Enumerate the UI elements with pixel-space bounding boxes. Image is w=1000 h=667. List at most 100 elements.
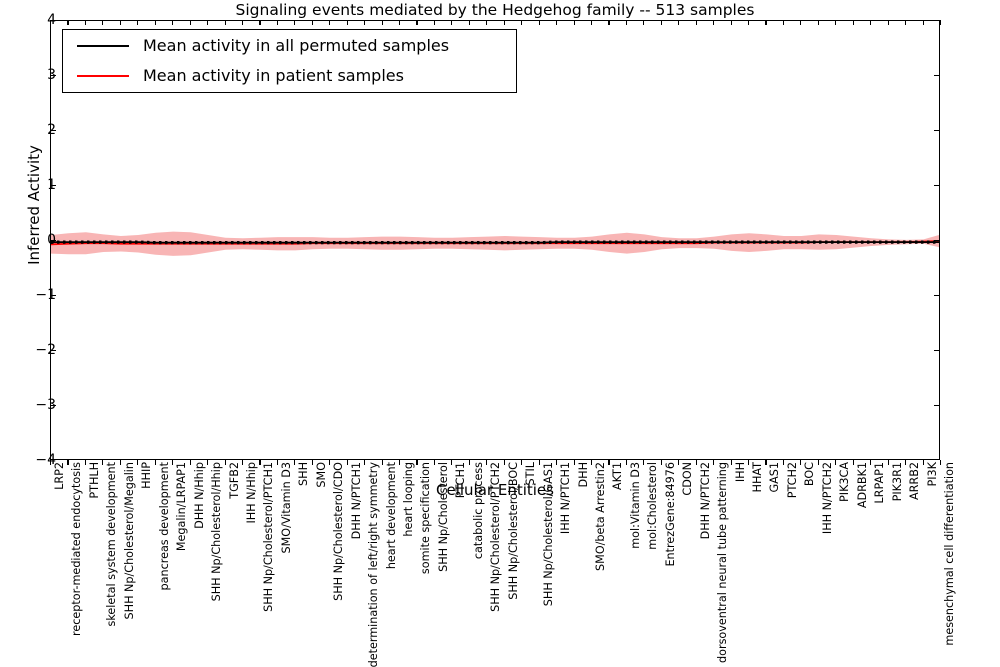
x-tick-mark [521, 20, 523, 25]
x-tick-mark [84, 20, 86, 25]
x-tick-label: somite specification [419, 462, 433, 575]
x-tick-mark [119, 20, 121, 25]
x-tick-label: IHH N/Hhip [244, 462, 258, 524]
x-tick-mark [294, 20, 296, 25]
x-tick-mark [800, 460, 802, 465]
x-tick-mark [870, 460, 872, 465]
legend-label-patient: Mean activity in patient samples [143, 66, 404, 85]
x-tick-mark [538, 460, 540, 465]
x-tick-mark [451, 460, 453, 465]
x-tick-mark [154, 20, 156, 25]
x-tick-label: heart development [384, 462, 398, 570]
x-tick-mark [782, 20, 785, 25]
y-tick-mark [50, 75, 56, 77]
x-tick-mark [695, 20, 697, 25]
x-tick-mark [905, 460, 907, 465]
x-tick-mark [172, 460, 174, 465]
x-tick-label: mesenchymal cell differentiation [943, 462, 956, 646]
permuted-marker-dots [51, 240, 939, 245]
x-tick-mark [154, 460, 156, 465]
x-tick-mark [364, 460, 366, 465]
x-tick-mark [887, 460, 889, 465]
x-tick-mark [590, 20, 593, 25]
x-tick-mark [852, 460, 854, 465]
x-tick-mark [433, 20, 435, 25]
x-tick-mark [695, 460, 697, 465]
x-tick-label: HHIP [140, 462, 154, 489]
x-tick-label: determination of left/right symmetry [367, 462, 381, 667]
y-tick-mark [50, 185, 56, 187]
x-tick-mark [224, 460, 226, 465]
y-tick-mark [50, 350, 56, 352]
x-tick-mark [782, 460, 785, 465]
x-tick-mark [137, 460, 139, 465]
x-tick-label: catabolic process [471, 462, 485, 560]
x-tick-mark [241, 460, 244, 465]
x-tick-mark [189, 460, 191, 465]
x-tick-mark [503, 460, 505, 465]
x-tick-mark [940, 460, 942, 465]
x-tick-mark [870, 20, 872, 25]
legend-swatch-permuted [77, 45, 129, 47]
x-tick-mark [399, 20, 401, 25]
x-tick-label: PTCH2 [785, 462, 799, 499]
y-tick-mark [50, 240, 56, 242]
y-tick-mark [934, 185, 940, 187]
x-tick-mark [730, 20, 732, 25]
x-tick-mark [276, 460, 278, 465]
x-tick-mark [713, 460, 715, 465]
x-tick-mark [608, 460, 610, 465]
x-tick-mark [643, 460, 645, 465]
x-tick-mark [713, 20, 715, 25]
y-tick-mark [934, 295, 940, 297]
legend-item-patient: Mean activity in patient samples [63, 60, 516, 92]
y-tick-label: −1 [35, 287, 56, 303]
x-tick-label: DHH N/Hhip [192, 462, 206, 529]
x-tick-mark [590, 460, 593, 465]
x-tick-mark [486, 460, 488, 465]
x-tick-label: DHH [576, 462, 590, 488]
x-tick-mark [224, 20, 226, 25]
legend: Mean activity in all permuted samples Me… [62, 29, 517, 93]
x-tick-mark [189, 20, 191, 25]
x-tick-label: IHH N/PTCH2 [820, 462, 834, 535]
x-tick-label: IHH N/PTCH1 [559, 462, 573, 535]
x-tick-label: ADRBK1 [855, 462, 869, 509]
x-tick-mark [940, 20, 942, 25]
x-tick-mark [538, 20, 540, 25]
x-tick-mark [817, 20, 819, 25]
x-tick-mark [817, 460, 819, 465]
x-tick-mark [748, 460, 750, 465]
x-tick-label: SMO/beta Arrestin2 [593, 462, 607, 571]
x-tick-mark [625, 20, 627, 25]
y-tick-mark [50, 405, 56, 407]
x-tick-label: mol:Vitamin D3 [628, 462, 642, 549]
x-tick-mark [207, 460, 209, 465]
x-tick-label: IHH [733, 462, 747, 483]
x-tick-mark [765, 20, 767, 25]
x-tick-mark [748, 20, 750, 25]
x-tick-label: SHH Np/Cholesterol/PTCH1 [262, 462, 276, 612]
x-tick-mark [207, 20, 209, 25]
x-tick-mark [765, 460, 767, 465]
x-tick-label: SHH Np/Cholesterol/GAS1 [541, 462, 555, 607]
x-tick-label: PIK3CA [838, 462, 852, 502]
x-tick-mark [84, 460, 86, 465]
y-tick-label: 4 [47, 12, 56, 28]
x-tick-mark [608, 20, 610, 25]
x-tick-label: SHH Np/Cholesterol [436, 462, 450, 572]
legend-label-permuted: Mean activity in all permuted samples [143, 36, 450, 55]
x-tick-label: PTHLH [87, 462, 101, 499]
x-tick-mark [416, 460, 418, 465]
x-tick-mark [922, 20, 924, 25]
x-tick-mark [119, 460, 121, 465]
x-tick-label: SHH [297, 462, 311, 486]
y-axis-label: Inferred Activity [25, 145, 43, 265]
y-tick-mark [50, 130, 56, 132]
x-tick-mark [521, 460, 523, 465]
x-tick-mark [660, 460, 662, 465]
x-tick-label: SHH Np/Cholesterol/BOC [506, 462, 520, 600]
y-tick-label: −3 [35, 397, 56, 413]
x-tick-mark [922, 460, 924, 465]
legend-swatch-patient [77, 75, 129, 77]
